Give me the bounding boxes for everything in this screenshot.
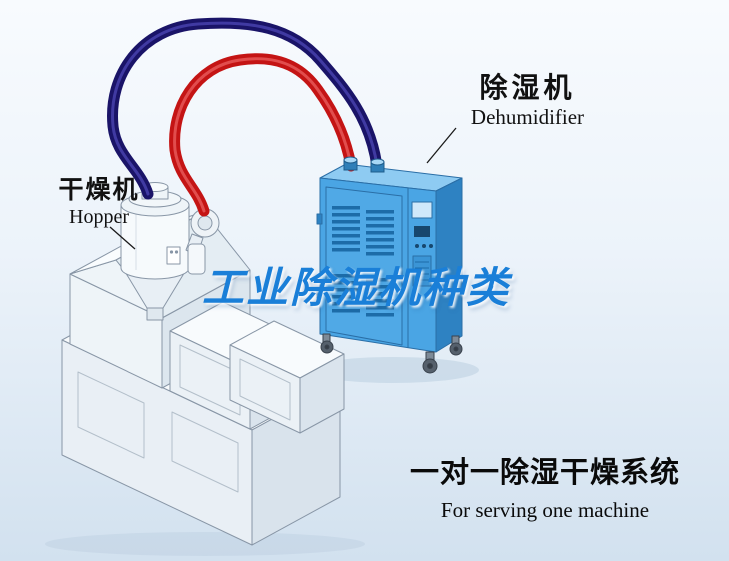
watermark-title: 工业除湿机种类 [202, 264, 511, 311]
dehumidifier-leader-line [426, 127, 457, 164]
dehumidifier-label-en: Dehumidifier [470, 105, 585, 130]
red-hose-highlight [173, 57, 353, 213]
bottom-caption: 一对一除湿干燥系统 For serving one machine [390, 449, 700, 523]
machine-door-panel [77, 371, 145, 459]
blower-hub [197, 215, 213, 231]
filter-box [187, 243, 206, 275]
machine-door-panel [171, 411, 239, 493]
control-knob [174, 250, 179, 254]
extruder-shadow [45, 532, 365, 556]
housing-b-front [229, 344, 301, 434]
control-readout [414, 226, 430, 237]
control-buttons [415, 244, 433, 248]
dryer-label-en: Hopper [69, 206, 129, 228]
hopper-control-box [166, 246, 181, 265]
housing-b-panel [239, 358, 291, 421]
dehumidifier-cabinet [316, 163, 463, 374]
hopper-neck [146, 307, 164, 321]
control-knob [169, 250, 174, 254]
extruder-machine [61, 211, 345, 546]
vent-slots [332, 206, 394, 317]
hopper-dryer [120, 182, 220, 321]
door-hinge [316, 287, 323, 299]
dryer-label-cn: 干燥机 [58, 176, 140, 204]
connector-red-top [343, 156, 358, 164]
navy-hose-highlight [111, 21, 379, 196]
housing-a-panel [179, 344, 241, 416]
connector-navy-top [370, 158, 385, 166]
door-hinge [316, 213, 323, 225]
hopper-leader-line [109, 226, 136, 250]
control-panel-display [411, 201, 433, 219]
air-hoses [107, 17, 383, 217]
dryer-label: 干燥机 Hopper [44, 176, 154, 228]
housing-a-front [169, 330, 251, 430]
caption-cn: 一对一除湿干燥系统 [409, 457, 680, 489]
caption-en: For serving one machine [440, 498, 650, 522]
caster-wheels [320, 333, 463, 374]
louver-lines [415, 261, 429, 281]
dehumidifier-label-cn: 除湿机 [479, 72, 576, 103]
control-louver [412, 255, 432, 287]
leader-lines [109, 127, 457, 250]
dehumidifier-label: 除湿机 Dehumidifier [450, 72, 605, 130]
hose-connectors [343, 156, 385, 173]
